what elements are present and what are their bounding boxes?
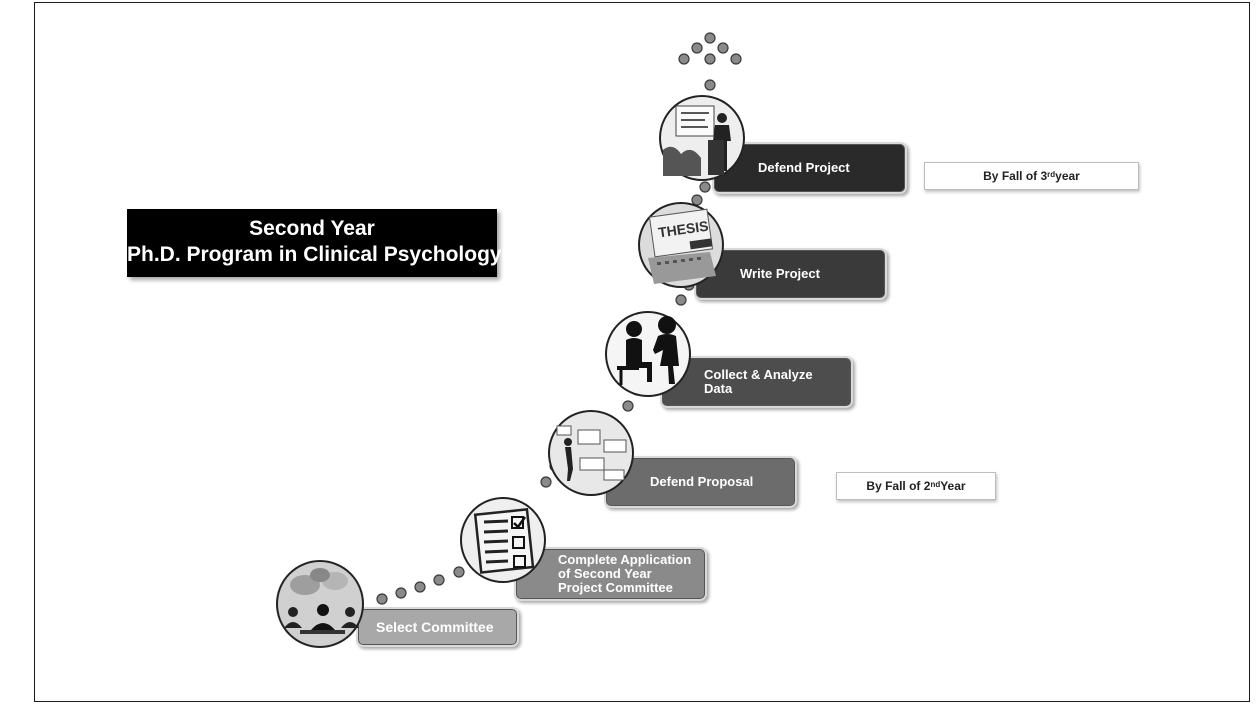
checklist-icon bbox=[460, 497, 546, 583]
presentation-board-icon bbox=[548, 410, 634, 496]
meeting-people-icon bbox=[276, 560, 364, 648]
stage-label: Collect & Analyze Data bbox=[704, 367, 813, 396]
thesis-laptop-icon: THESIS bbox=[638, 202, 724, 288]
program-title-box: Second Year Ph.D. Program in Clinical Ps… bbox=[127, 209, 502, 277]
program-title-line2: Ph.D. Program in Clinical Psychology bbox=[127, 243, 502, 266]
program-title-line1: Second Year bbox=[249, 217, 375, 240]
stage-collect-analyze: Collect & Analyze Data bbox=[660, 356, 853, 408]
diagram-frame bbox=[34, 2, 1250, 702]
stage-label: Write Project bbox=[740, 266, 820, 281]
stage-defend-proposal: Defend Proposal bbox=[604, 456, 797, 508]
svg-text:THESIS: THESIS bbox=[657, 218, 709, 241]
podium-presenter-icon bbox=[659, 95, 745, 181]
stage-write-project: Write Project bbox=[694, 248, 887, 300]
stage-label: Defend Project bbox=[758, 160, 850, 175]
stage-select-committee: Select Committee bbox=[356, 607, 519, 647]
interview-people-icon bbox=[605, 311, 691, 397]
stage-label: Defend Proposal bbox=[650, 474, 754, 489]
stage-label: Complete Application of Second Year Proj… bbox=[558, 552, 692, 595]
stage-label: Select Committee bbox=[376, 619, 494, 635]
stage-complete-application: Complete Application of Second Year Proj… bbox=[514, 547, 707, 601]
stage-defend-project: Defend Project bbox=[712, 142, 907, 194]
